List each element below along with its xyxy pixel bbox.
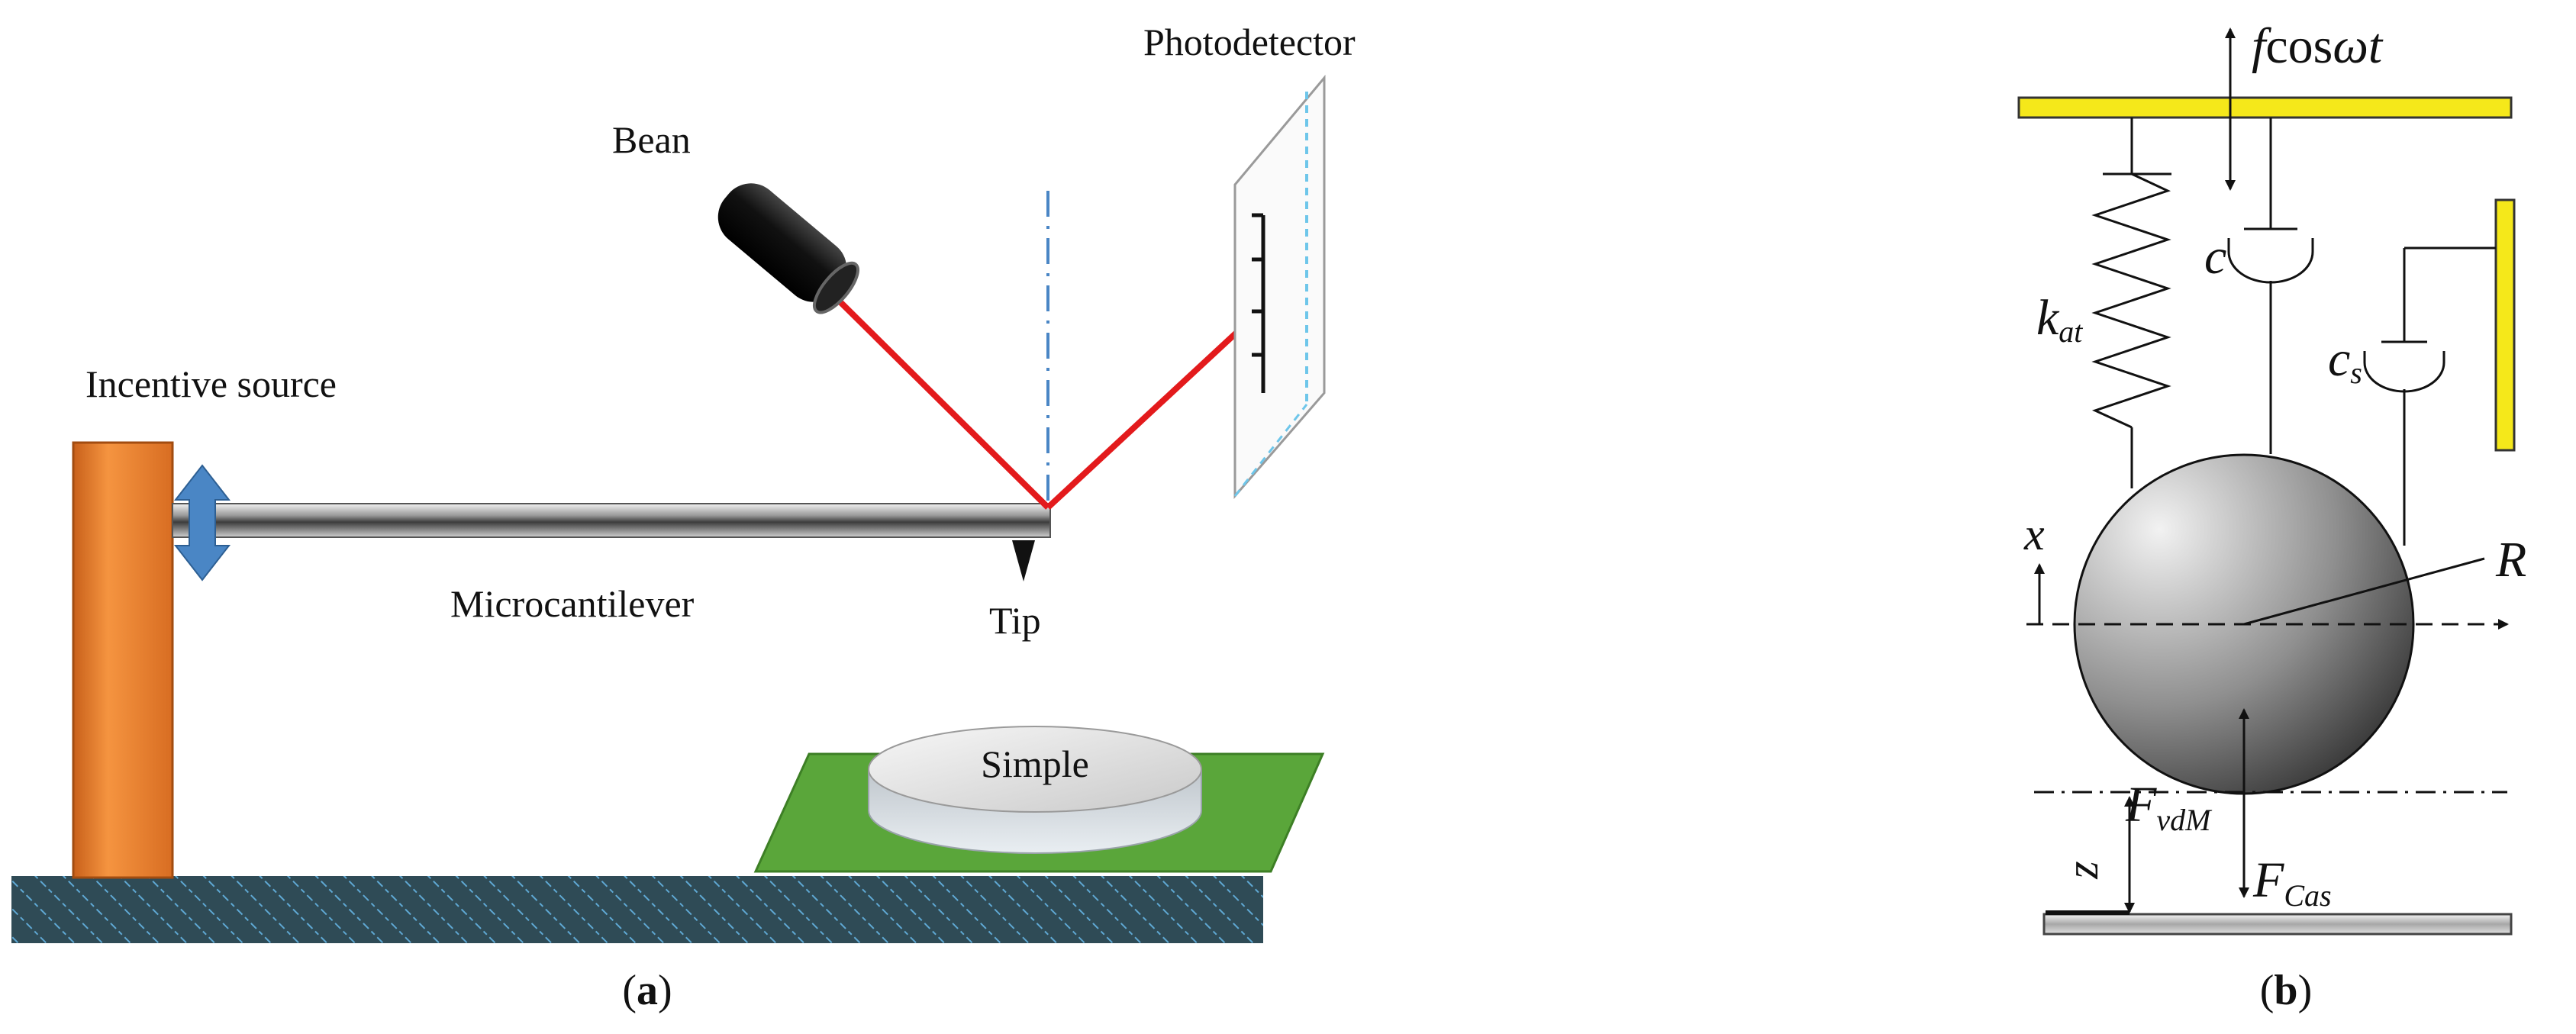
- incentive-source-label: Incentive source: [85, 362, 337, 405]
- tip-label: Tip: [989, 599, 1041, 642]
- panel-a: Simple Bean P: [11, 21, 1356, 1014]
- z-label: z: [2057, 861, 2107, 879]
- panel-b: fcosωt c kat cs x R FvdM z FCas (b): [2017, 18, 2526, 1014]
- sample-label: Simple: [981, 742, 1089, 785]
- f-cas-label: FCas: [2252, 852, 2332, 913]
- photodetector: [1233, 74, 1326, 500]
- sample-disk: [868, 726, 1202, 854]
- caption-b: (b): [2260, 967, 2312, 1014]
- radius-label: R: [2495, 532, 2526, 588]
- microcantilever-label: Microcantilever: [450, 582, 695, 625]
- laser-source: [717, 183, 859, 314]
- spring-label: kat: [2036, 290, 2083, 349]
- f-vdm-label: FvdM: [2125, 777, 2213, 837]
- damper-cs: [2363, 246, 2496, 546]
- x-label: x: [2023, 509, 2045, 559]
- excitation-label: fcosωt: [2252, 18, 2384, 74]
- tip: [1012, 540, 1035, 581]
- damper-cs-label: cs: [2328, 331, 2362, 390]
- substrate: [11, 876, 1263, 943]
- incentive-post: [72, 441, 174, 879]
- side-support-bar: [2494, 198, 2516, 452]
- radius-line: [2243, 557, 2485, 626]
- spring-k-at: [2091, 118, 2171, 488]
- laser-reflected: [1046, 309, 1262, 510]
- beam-label: Bean: [612, 118, 691, 161]
- caption-a: (a): [622, 967, 672, 1014]
- ground-surface: [2042, 913, 2513, 936]
- damper-c: [2227, 118, 2314, 454]
- laser-incident: [830, 292, 1050, 510]
- top-support-bar: [2017, 96, 2513, 119]
- microcantilever-beam: [172, 503, 1051, 538]
- actuator-double-arrow: [173, 464, 231, 581]
- damper-c-label: c: [2204, 229, 2226, 285]
- photodetector-label: Photodetector: [1143, 21, 1356, 63]
